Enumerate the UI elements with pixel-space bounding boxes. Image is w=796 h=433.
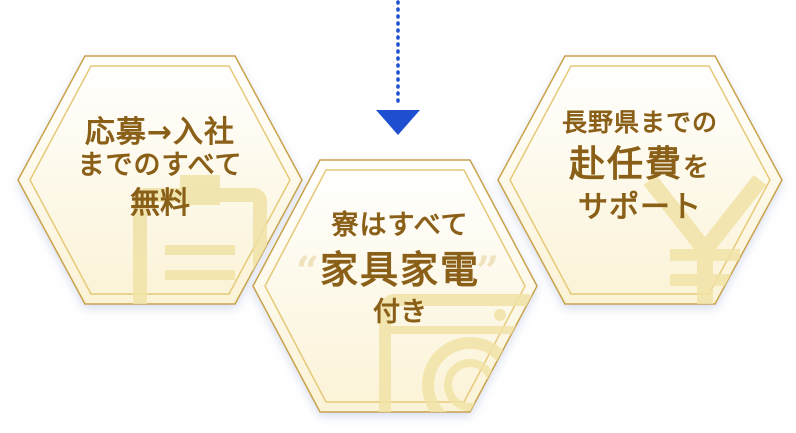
- hexagon-2-text: 寮はすべて 家具家電 付き: [290, 210, 510, 329]
- hexagon-1-text: 応募→入社 までのすべて 無料: [60, 115, 260, 222]
- hexagon-2-line2: 家具家電: [319, 247, 480, 292]
- down-arrow-icon: [376, 110, 420, 135]
- close-quote: ”: [476, 248, 500, 295]
- hexagon-1-line3: 無料: [130, 186, 190, 222]
- hexagon-3-line1: 長野県までの: [561, 108, 718, 137]
- hexagon-3: [497, 55, 783, 305]
- hexagon-3-line2: 赴任費を: [525, 144, 755, 186]
- open-quote: “: [296, 248, 320, 295]
- hexagon-3-text: 長野県までの 赴任費を サポート: [525, 108, 755, 225]
- hexagon-1-line1: 応募→入社: [84, 115, 236, 150]
- hexagon-3-line3: サポート: [578, 189, 702, 225]
- hexagon-1-line2: までのすべて: [77, 150, 243, 182]
- hexagon-3-line2-main: 赴任費: [568, 143, 683, 185]
- hexagon-2-line3: 付き: [373, 296, 427, 328]
- hexagon-2-line1: 寮はすべて: [331, 210, 469, 241]
- hexagon-3-line2-small: を: [683, 152, 712, 183]
